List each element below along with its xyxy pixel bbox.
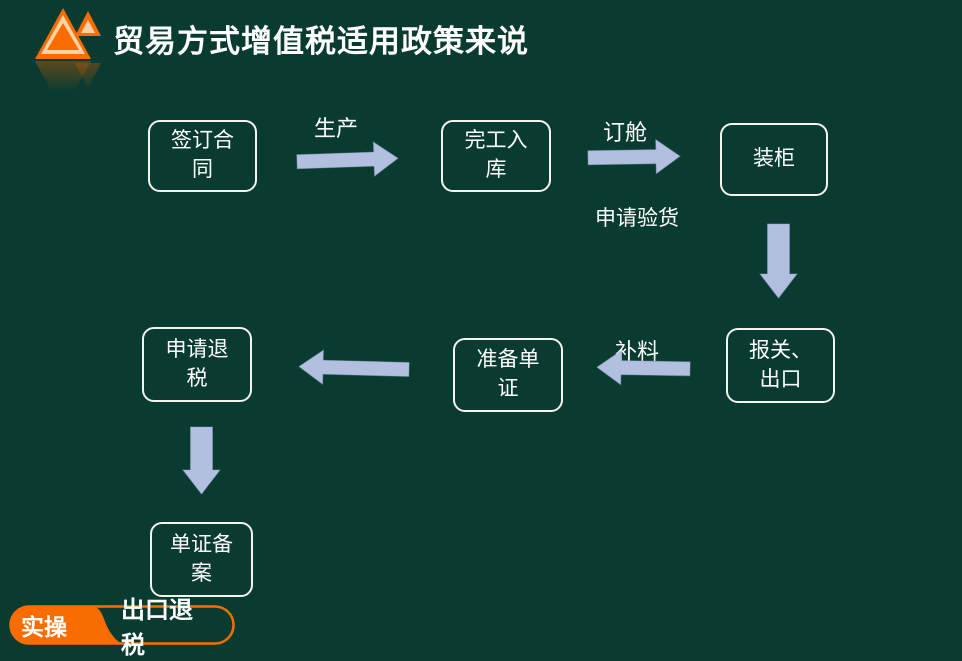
flow-node-prepare-documents: 准备单 证 bbox=[453, 338, 563, 412]
edge-label-production: 生产 bbox=[313, 116, 358, 141]
flow-node-document-filing: 单证备 案 bbox=[150, 522, 253, 597]
arrow-down-to-customs-icon bbox=[758, 223, 799, 299]
flow-node-apply-tax-refund: 申请退 税 bbox=[142, 327, 252, 402]
flow-node-sign-contract: 签订合 同 bbox=[148, 120, 257, 192]
arrow-right-production-icon bbox=[296, 141, 399, 178]
edge-label-booking: 订舱 bbox=[602, 120, 647, 145]
badge-topic-label: 出口退税 bbox=[121, 597, 193, 659]
triangles-logo-icon bbox=[35, 8, 101, 112]
edge-label-supplement: 补料 bbox=[614, 339, 659, 364]
flow-node-customs-export: 报关、 出口 bbox=[726, 328, 835, 403]
arrow-left-to-refund-icon bbox=[298, 349, 410, 386]
arrow-down-to-filing-icon bbox=[181, 426, 222, 495]
arrow-left-supplement-icon bbox=[596, 349, 691, 386]
badge-ribbon-shape bbox=[9, 605, 235, 645]
footer-badge: 实操 出口退税 bbox=[9, 597, 235, 659]
flow-node-load-container: 装柜 bbox=[720, 123, 828, 196]
logo-reflection bbox=[35, 61, 91, 112]
badge-practice-label: 实操 bbox=[21, 614, 67, 640]
flow-node-finish-warehouse: 完工入 库 bbox=[441, 120, 551, 192]
arrow-right-booking-icon bbox=[587, 138, 681, 175]
logo-reflection-small bbox=[75, 63, 101, 88]
slide-title: 贸易方式增值税适用政策来说 bbox=[113, 24, 529, 59]
edge-label-apply-inspection: 申请验货 bbox=[595, 207, 679, 230]
